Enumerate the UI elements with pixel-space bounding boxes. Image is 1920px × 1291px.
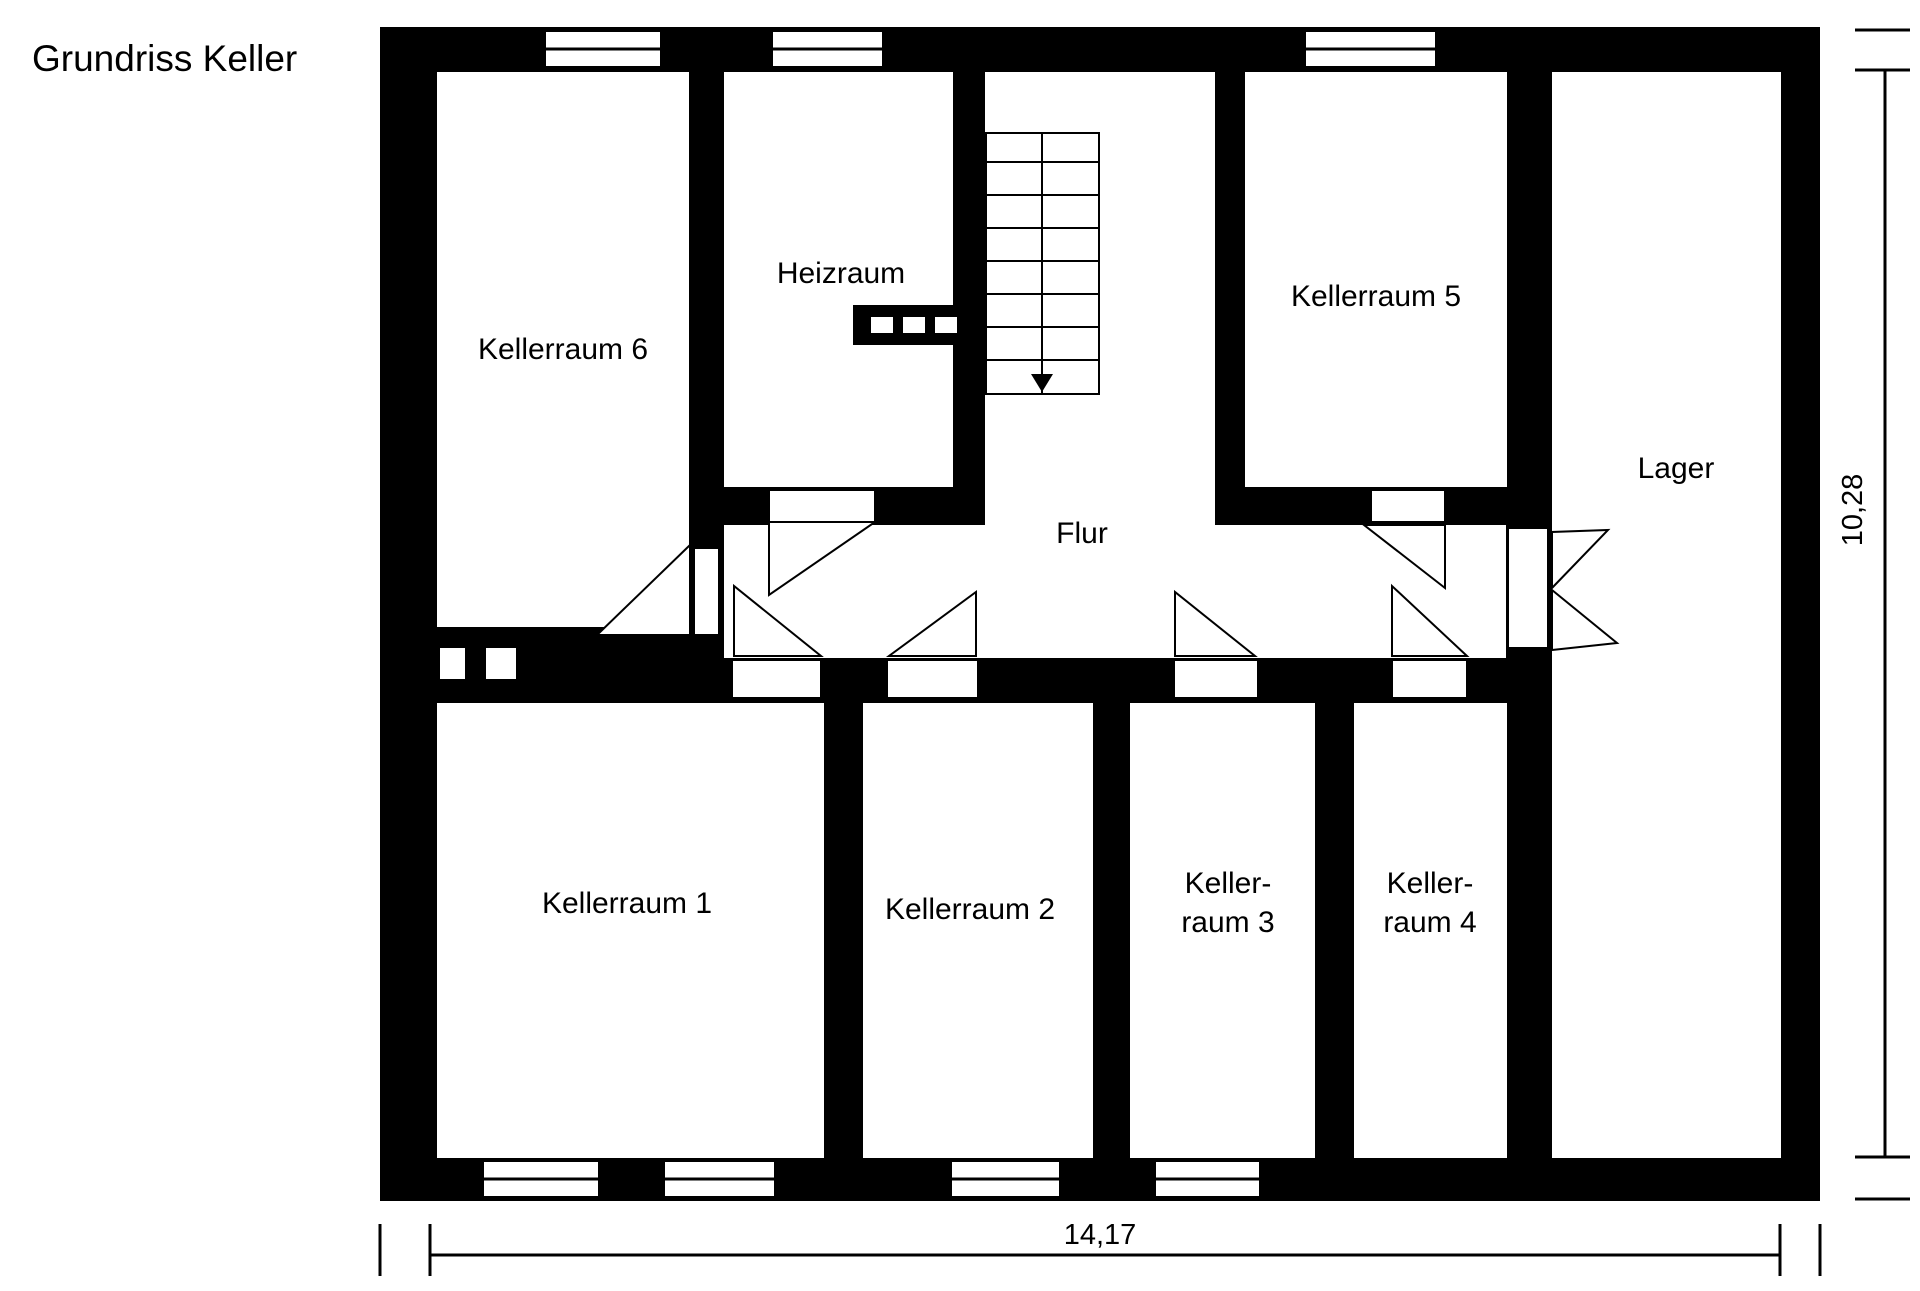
door-heizraum — [768, 489, 876, 523]
room-label-kellerraum5: Kellerraum 5 — [1291, 280, 1461, 313]
door-swing-kellerraum2 — [885, 590, 977, 657]
room-label-lager: Lager — [1638, 452, 1715, 485]
dimension-width — [378, 1224, 1822, 1276]
door-kellerraum6 — [693, 547, 720, 636]
room-label-kellerraum1: Kellerraum 1 — [542, 887, 712, 920]
room-kellerraum4 — [1354, 703, 1507, 1158]
chimney-kellerraum6 — [437, 630, 543, 685]
dimension-height — [1855, 28, 1910, 1201]
door-swing-lager-2 — [1551, 587, 1620, 652]
window-bottom-1 — [482, 1160, 600, 1198]
room-label-kellerraum3-line2: raum 3 — [1181, 906, 1274, 939]
room-flur — [724, 525, 1506, 658]
stair-direction-arrow — [1031, 374, 1053, 392]
door-kellerraum3 — [1173, 659, 1259, 699]
door-swing-kellerraum5 — [1361, 524, 1446, 591]
room-kellerraum2 — [863, 703, 1093, 1158]
room-label-kellerraum4-line1: Keller- — [1387, 867, 1474, 900]
door-swing-kellerraum6 — [594, 542, 691, 636]
room-label-flur: Flur — [1056, 517, 1108, 550]
page-title: Grundriss Keller — [32, 38, 298, 79]
room-kellerraum1 — [437, 703, 824, 1158]
door-kellerraum1 — [731, 659, 822, 699]
door-kellerraum2 — [886, 659, 979, 699]
room-label-kellerraum6: Kellerraum 6 — [478, 333, 648, 366]
door-swing-kellerraum1 — [733, 583, 824, 657]
staircase — [985, 132, 1100, 395]
door-swing-kellerraum4 — [1391, 583, 1470, 657]
door-lager — [1507, 527, 1549, 649]
room-label-kellerraum2: Kellerraum 2 — [885, 893, 1055, 926]
room-heizraum — [724, 72, 953, 487]
window-bottom-4 — [1154, 1160, 1261, 1198]
dimension-height-label: 10,28 — [1837, 474, 1869, 547]
dimension-width-label: 14,17 — [1064, 1219, 1137, 1251]
room-kellerraum3 — [1130, 703, 1315, 1158]
window-bottom-3 — [950, 1160, 1061, 1198]
window-bottom-2 — [663, 1160, 776, 1198]
door-swing-lager — [1551, 528, 1611, 591]
room-label-kellerraum4-line2: raum 4 — [1383, 906, 1476, 939]
chimney-heizraum — [853, 305, 963, 345]
room-kellerraum6 — [437, 72, 689, 627]
room-kellerraum5 — [1245, 72, 1507, 487]
room-label-kellerraum3-line1: Keller- — [1185, 867, 1272, 900]
door-swing-heizraum — [768, 521, 879, 597]
window-top-3 — [1304, 30, 1437, 68]
door-kellerraum5 — [1370, 489, 1446, 523]
room-label-heizraum: Heizraum — [777, 257, 905, 290]
door-kellerraum4 — [1391, 659, 1468, 699]
room-lager — [1552, 72, 1781, 1158]
door-swing-kellerraum3 — [1174, 589, 1258, 657]
window-top-1 — [544, 30, 662, 68]
window-top-2 — [771, 30, 884, 68]
